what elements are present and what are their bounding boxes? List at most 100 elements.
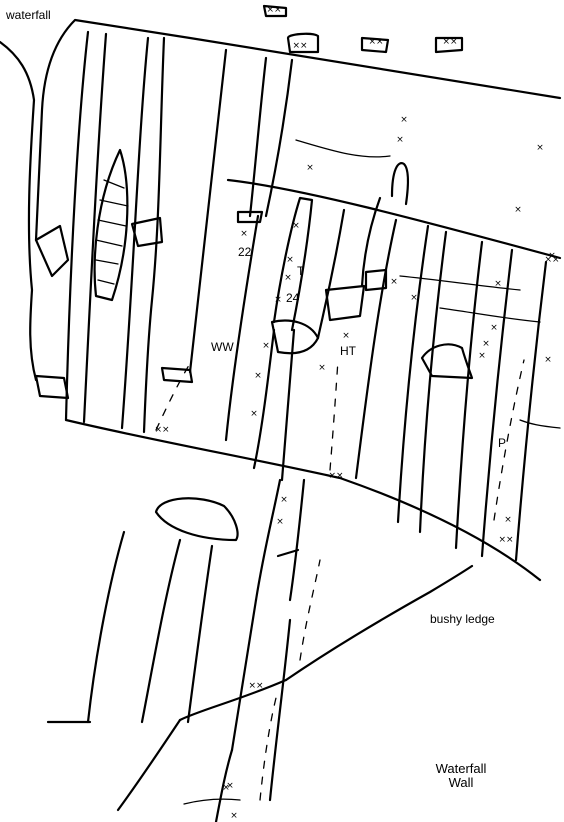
bolt-marker: × xyxy=(400,115,408,125)
block xyxy=(364,268,388,292)
fault-line xyxy=(140,538,182,724)
route-label-24: 24 xyxy=(286,291,300,305)
route-line-ht xyxy=(329,359,339,471)
ht-pillar xyxy=(360,196,382,288)
bolt-marker: × xyxy=(306,163,314,173)
bolt-marker: × xyxy=(226,781,234,791)
bushy-ledge-line xyxy=(284,564,474,682)
route-label-ht: HT xyxy=(340,344,356,358)
bolt-markers: ××××××××××××××××××××××××××××× xyxy=(222,115,556,821)
label-waterfall: waterfall xyxy=(6,8,51,22)
fault-line xyxy=(186,544,214,724)
pillar xyxy=(252,328,276,470)
fault-line xyxy=(254,478,282,602)
bolt-marker: × xyxy=(274,295,282,305)
upper-buttress-outline xyxy=(34,18,562,242)
bolt-marker: × xyxy=(222,783,230,793)
lower-off-box xyxy=(434,36,464,54)
bolt-marker: × xyxy=(240,229,248,239)
bolt-marker: × xyxy=(490,323,498,333)
bolt-marker: × xyxy=(280,495,288,505)
lower-off-marker: ×× xyxy=(368,37,383,47)
bolt-marker: × xyxy=(342,331,350,341)
fault-line xyxy=(288,478,306,602)
bolt-marker: × xyxy=(250,409,258,419)
block xyxy=(34,374,70,400)
lower-off-marker: ×× xyxy=(154,425,169,435)
bolt-marker: × xyxy=(286,255,294,265)
fault-line xyxy=(480,248,514,558)
fault-line xyxy=(248,56,268,218)
bolt-marker: × xyxy=(284,273,292,283)
lower-off-marker: ×× xyxy=(328,471,343,481)
fault-line xyxy=(82,32,108,424)
lower-off-marker: ×× xyxy=(266,5,281,15)
bolt-marker: × xyxy=(254,371,262,381)
bolt-marker: × xyxy=(390,277,398,287)
route-label-t: T xyxy=(297,264,305,278)
fault-line xyxy=(214,748,234,822)
block xyxy=(160,366,194,384)
pillar-24 xyxy=(272,196,314,332)
pillar-ww xyxy=(224,214,260,442)
crack xyxy=(295,139,391,158)
crack xyxy=(439,307,541,323)
boulder xyxy=(154,497,239,542)
bolt-marker: × xyxy=(318,363,326,373)
pillar xyxy=(280,328,296,482)
lower-break xyxy=(64,418,542,582)
crag-title-line1: Waterfall xyxy=(435,761,487,776)
bolt-marker: × xyxy=(292,221,300,231)
route-label-ww: WW xyxy=(211,340,234,354)
lower-off-box xyxy=(360,36,390,54)
bolt-marker: × xyxy=(276,517,284,527)
ht-block xyxy=(324,284,366,322)
left-groove-flake xyxy=(93,148,129,302)
route-line-lower xyxy=(299,559,321,661)
fault-line xyxy=(396,224,430,524)
bolt-marker: × xyxy=(544,355,552,365)
pod xyxy=(390,162,410,206)
bolt-marker: × xyxy=(504,515,512,525)
p-pod xyxy=(420,343,474,380)
fault-line xyxy=(86,530,126,724)
route-line-lower xyxy=(259,689,279,801)
fault-line xyxy=(514,260,548,562)
waterfall-edge xyxy=(0,40,38,382)
fault-line xyxy=(142,36,166,434)
crack xyxy=(399,275,521,291)
bolt-marker: × xyxy=(396,135,404,145)
fault-line xyxy=(418,230,448,534)
left-pillar xyxy=(34,224,70,278)
fault-line xyxy=(268,618,292,802)
bolt-marker: × xyxy=(548,251,556,261)
fault-line xyxy=(354,218,398,480)
crag-title: Waterfall Wall xyxy=(416,762,506,789)
fault-line xyxy=(264,58,294,218)
mid-break xyxy=(226,178,562,260)
bolt-marker: × xyxy=(262,341,270,351)
groove-hatching xyxy=(95,179,129,285)
block xyxy=(236,210,264,224)
crack xyxy=(183,798,241,805)
fault-line xyxy=(188,48,228,374)
bushy-ledge-line xyxy=(178,678,288,722)
crack xyxy=(276,548,300,558)
route-label-22: 22 xyxy=(238,245,252,259)
lower-off-markers: ×××××××××××××××××× xyxy=(154,5,559,691)
bolt-marker: × xyxy=(482,339,490,349)
bolt-marker: × xyxy=(410,293,418,303)
lower-off-box xyxy=(262,4,288,18)
label-bushy-ledge: bushy ledge xyxy=(430,612,495,626)
bolt-marker: × xyxy=(478,351,486,361)
lower-off-marker: ×× xyxy=(248,681,263,691)
lower-off-marker: ×× xyxy=(498,535,513,545)
block xyxy=(130,216,164,248)
bushy-ledge-line xyxy=(116,718,182,812)
bolt-marker: × xyxy=(494,279,502,289)
lower-off-marker: ×× xyxy=(544,255,559,265)
route-label-p: P xyxy=(498,436,507,450)
fault-line xyxy=(64,30,90,422)
bolt-marker: × xyxy=(514,205,522,215)
